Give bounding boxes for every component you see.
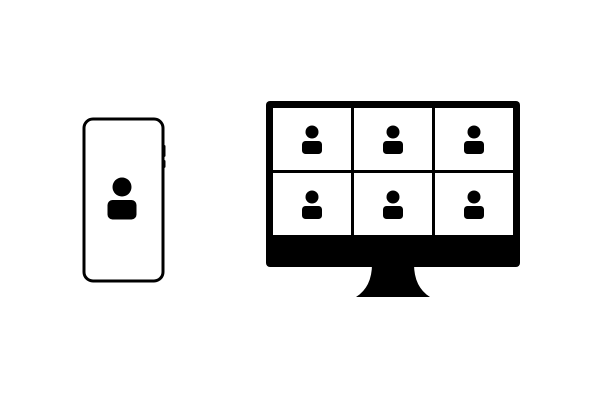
monitor-icon bbox=[266, 101, 520, 297]
screen-cell bbox=[273, 173, 351, 235]
monitor-participant-user-icon bbox=[464, 190, 484, 219]
monitor-stand bbox=[356, 264, 430, 297]
smartphone-icon bbox=[82, 117, 166, 283]
screen-cell bbox=[435, 108, 513, 170]
screen-cell bbox=[273, 108, 351, 170]
monitor-participant-user-icon bbox=[464, 125, 484, 154]
monitor-participant-user-icon bbox=[383, 190, 403, 219]
screen-cell bbox=[354, 173, 432, 235]
monitor-participant-user-icon bbox=[383, 125, 403, 154]
phone-participant-user-icon bbox=[107, 177, 137, 220]
monitor-screen-grid bbox=[273, 108, 513, 235]
monitor-participant-user-icon bbox=[302, 190, 322, 219]
screen-cell bbox=[435, 173, 513, 235]
screen-cell bbox=[354, 108, 432, 170]
monitor-participant-user-icon bbox=[302, 125, 322, 154]
